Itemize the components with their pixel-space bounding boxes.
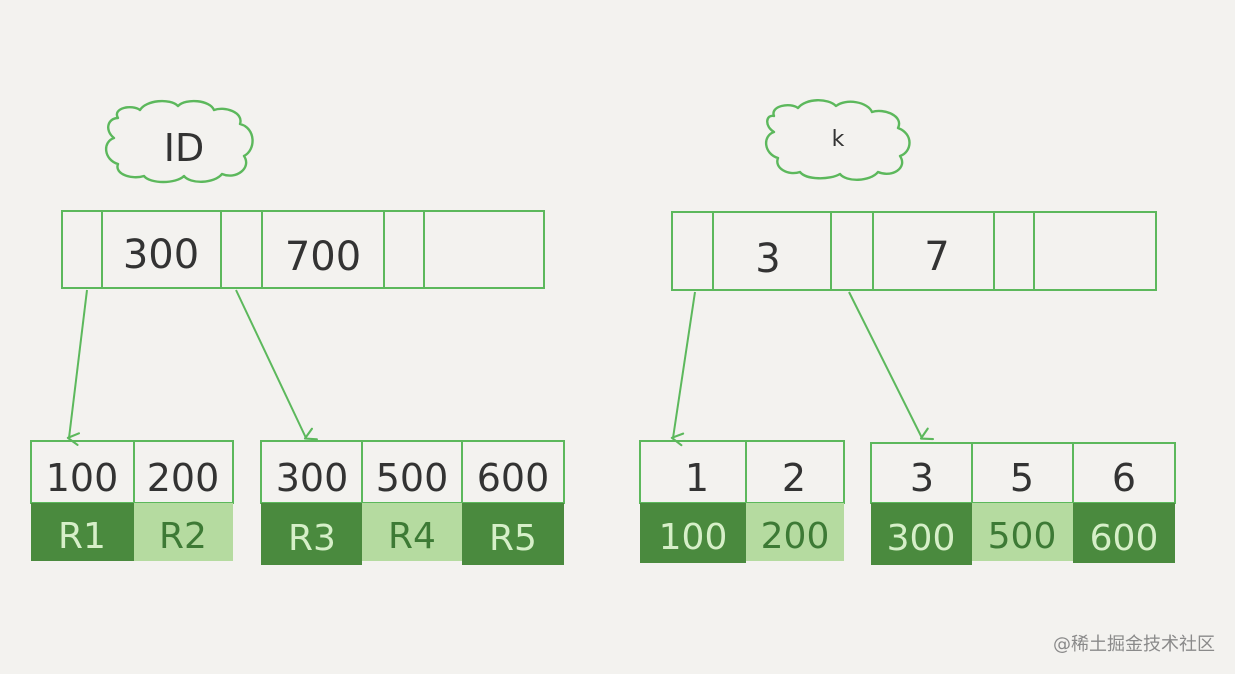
root-node-k: 3 7 (671, 211, 1157, 291)
cloud-k-shape (765, 99, 911, 181)
leaf-key: 100 (46, 456, 119, 500)
root-node-id: 300 700 (61, 210, 545, 289)
row-pointer-value: R3 (288, 518, 336, 559)
leaf-key: 200 (147, 456, 220, 500)
root-key: 300 (123, 232, 199, 278)
row-pointer-value: R2 (159, 516, 207, 557)
row-pointer-cell (871, 503, 972, 565)
tree-k: k 3 7 1 2 (639, 99, 1176, 565)
row-pointer-value: R4 (388, 516, 436, 557)
row-pointer-value: 100 (659, 517, 728, 558)
pointer-arrow (670, 291, 696, 447)
row-pointer-cell (462, 503, 564, 565)
pointer-arrow (848, 291, 935, 441)
row-pointer-cell (362, 503, 462, 561)
root-key: 3 (755, 236, 780, 282)
leaf-key: 6 (1112, 456, 1136, 500)
root-key: 700 (285, 234, 361, 280)
leaf-key: 300 (276, 456, 349, 500)
row-pointer-cell (261, 503, 362, 565)
leaf-node: 1 2 100 200 (639, 440, 845, 563)
row-pointer-value: R1 (58, 516, 106, 557)
leaf-key: 1 (685, 456, 709, 500)
row-pointer-value: 500 (988, 516, 1057, 557)
leaf-key: 3 (910, 456, 934, 500)
leaf-key: 600 (477, 456, 550, 500)
root-key: 7 (924, 234, 949, 280)
pointer-arrow (66, 289, 88, 446)
leaf-key-frame (639, 440, 845, 504)
row-pointer-value: R5 (489, 518, 537, 559)
watermark: @稀土掘金技术社区 (1053, 634, 1215, 655)
leaf-node: 3 5 6 300 500 600 (870, 442, 1176, 565)
leaf-node: 300 500 600 R3 R4 R5 (260, 440, 565, 565)
cloud-k-label: k (832, 127, 845, 152)
cloud-id-label: ID (164, 126, 204, 170)
row-pointer-value: 600 (1090, 518, 1159, 559)
row-pointer-cell (31, 503, 134, 561)
leaf-key: 5 (1010, 456, 1034, 500)
row-pointer-cell (640, 503, 746, 563)
leaf-node: 100 200 R1 R2 (30, 440, 234, 561)
row-pointer-cell (746, 503, 844, 561)
row-pointer-cell (972, 503, 1073, 561)
row-pointer-value: 300 (887, 518, 956, 559)
row-pointer-value: 200 (761, 516, 830, 557)
root-node-frame (61, 210, 545, 289)
root-node-frame (671, 211, 1157, 291)
tree-id: ID 300 700 100 200 (30, 99, 565, 565)
pointer-arrow (235, 289, 318, 441)
leaf-key: 2 (782, 456, 806, 500)
row-pointer-cell (1073, 503, 1175, 563)
leaf-key: 500 (376, 456, 449, 500)
row-pointer-cell (134, 503, 233, 561)
cloud-id-shape (105, 99, 254, 184)
